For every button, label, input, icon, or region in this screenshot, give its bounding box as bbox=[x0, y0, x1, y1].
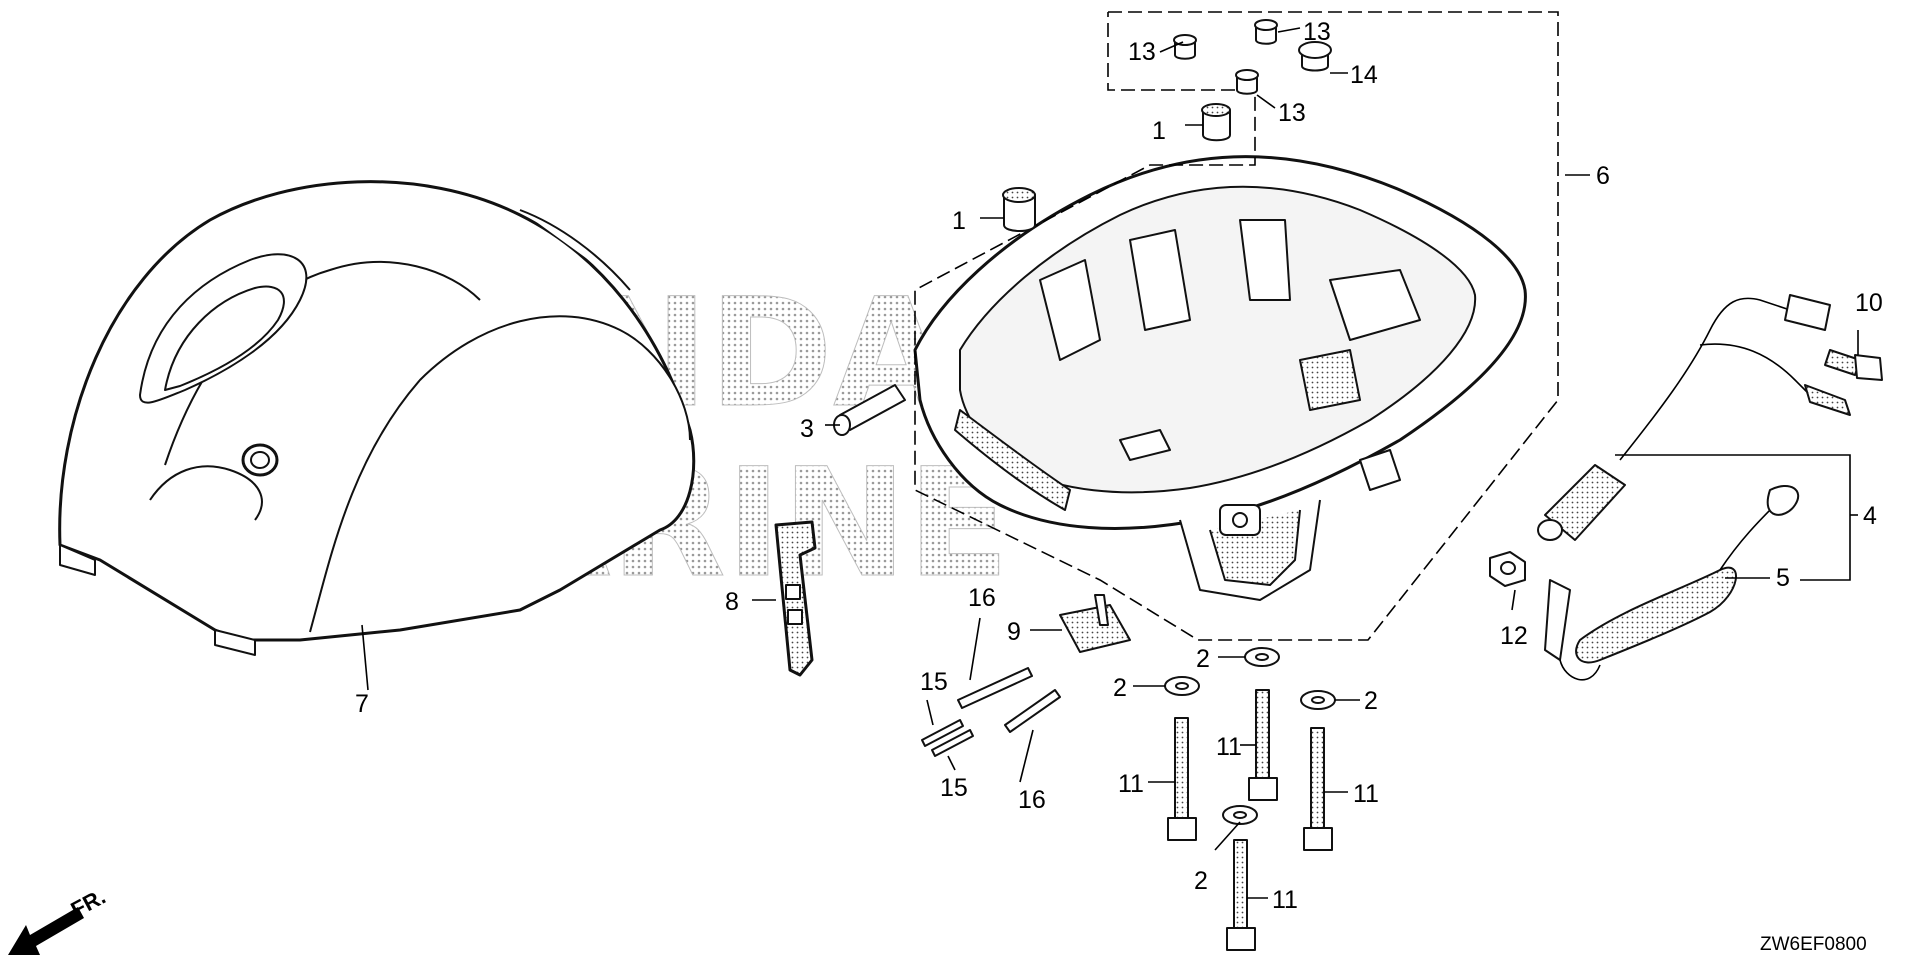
callout-13-left: 13 bbox=[1128, 38, 1156, 66]
grommet-part-1-top bbox=[1201, 103, 1231, 142]
callout-9: 9 bbox=[1007, 618, 1021, 646]
diagram-reference-code: ZW6EF0800 bbox=[1760, 934, 1867, 955]
bolt-part-11-a bbox=[1167, 717, 1197, 841]
plug-part-3 bbox=[833, 384, 906, 436]
callout-2-left: 2 bbox=[1113, 674, 1127, 702]
grommet-part-13-c bbox=[1235, 69, 1259, 95]
callout-11-right: 11 bbox=[1353, 780, 1379, 808]
callout-14: 14 bbox=[1350, 61, 1378, 89]
callout-10: 10 bbox=[1855, 289, 1883, 317]
callout-13-top: 13 bbox=[1303, 18, 1331, 46]
engine-cover-part-7 bbox=[58, 180, 696, 656]
grommet-part-13-b bbox=[1254, 19, 1278, 45]
front-direction-indicator: FR. bbox=[8, 884, 110, 955]
callout-11-left: 11 bbox=[1118, 770, 1144, 798]
bolt-part-11-d bbox=[1226, 839, 1256, 951]
leader-lines bbox=[361, 27, 1859, 899]
callout-labels: 13 13 14 13 1 1 6 10 3 4 5 8 12 16 9 2 2… bbox=[355, 18, 1883, 914]
callout-16-top: 16 bbox=[968, 584, 996, 612]
callout-12: 12 bbox=[1500, 622, 1528, 650]
washer-part-2-c bbox=[1300, 690, 1336, 710]
grommet-part-14 bbox=[1298, 41, 1332, 72]
callout-4: 4 bbox=[1863, 502, 1877, 530]
callout-2-mid: 2 bbox=[1196, 645, 1210, 673]
lower-cover-part-6 bbox=[913, 155, 1527, 601]
bolt-part-11-b bbox=[1248, 689, 1278, 801]
pin-part-15-b bbox=[931, 729, 974, 757]
callout-3: 3 bbox=[800, 415, 814, 443]
callout-13-mid: 13 bbox=[1278, 99, 1306, 127]
part-6-kit-outline bbox=[914, 11, 1559, 641]
callout-11-bottom: 11 bbox=[1272, 886, 1298, 914]
grommet-part-1-left bbox=[1002, 187, 1036, 232]
seal-part-9 bbox=[1059, 594, 1131, 653]
pin-part-15-a bbox=[921, 719, 964, 747]
seal-part-8 bbox=[774, 520, 817, 677]
callout-16-bottom: 16 bbox=[1018, 786, 1046, 814]
callout-15-bottom: 15 bbox=[940, 774, 968, 802]
bolt-part-10 bbox=[1824, 349, 1883, 381]
lanyard-part-5 bbox=[1544, 485, 1800, 681]
washer-part-2-a bbox=[1164, 676, 1200, 696]
callout-2-right: 2 bbox=[1364, 687, 1378, 715]
nut-part-12 bbox=[1489, 551, 1526, 587]
callout-11-mid: 11 bbox=[1216, 733, 1242, 761]
cotter-pin-part-16-b bbox=[1004, 689, 1061, 733]
callout-1-left: 1 bbox=[952, 207, 966, 235]
stop-switch-part-4 bbox=[1537, 294, 1851, 541]
washer-part-2-b bbox=[1244, 647, 1280, 667]
callout-1-top: 1 bbox=[1152, 117, 1166, 145]
callout-2-bottom: 2 bbox=[1194, 867, 1208, 895]
washer-part-2-d bbox=[1222, 805, 1258, 825]
front-arrow-icon bbox=[8, 907, 84, 955]
callout-5: 5 bbox=[1776, 564, 1790, 592]
grommet-part-13-a bbox=[1173, 34, 1197, 60]
callout-15-top: 15 bbox=[920, 668, 948, 696]
cotter-pin-part-16-a bbox=[957, 667, 1033, 709]
callout-6: 6 bbox=[1596, 162, 1610, 190]
bolt-part-11-c bbox=[1303, 727, 1333, 851]
callout-8: 8 bbox=[725, 588, 739, 616]
callout-7: 7 bbox=[355, 690, 369, 718]
